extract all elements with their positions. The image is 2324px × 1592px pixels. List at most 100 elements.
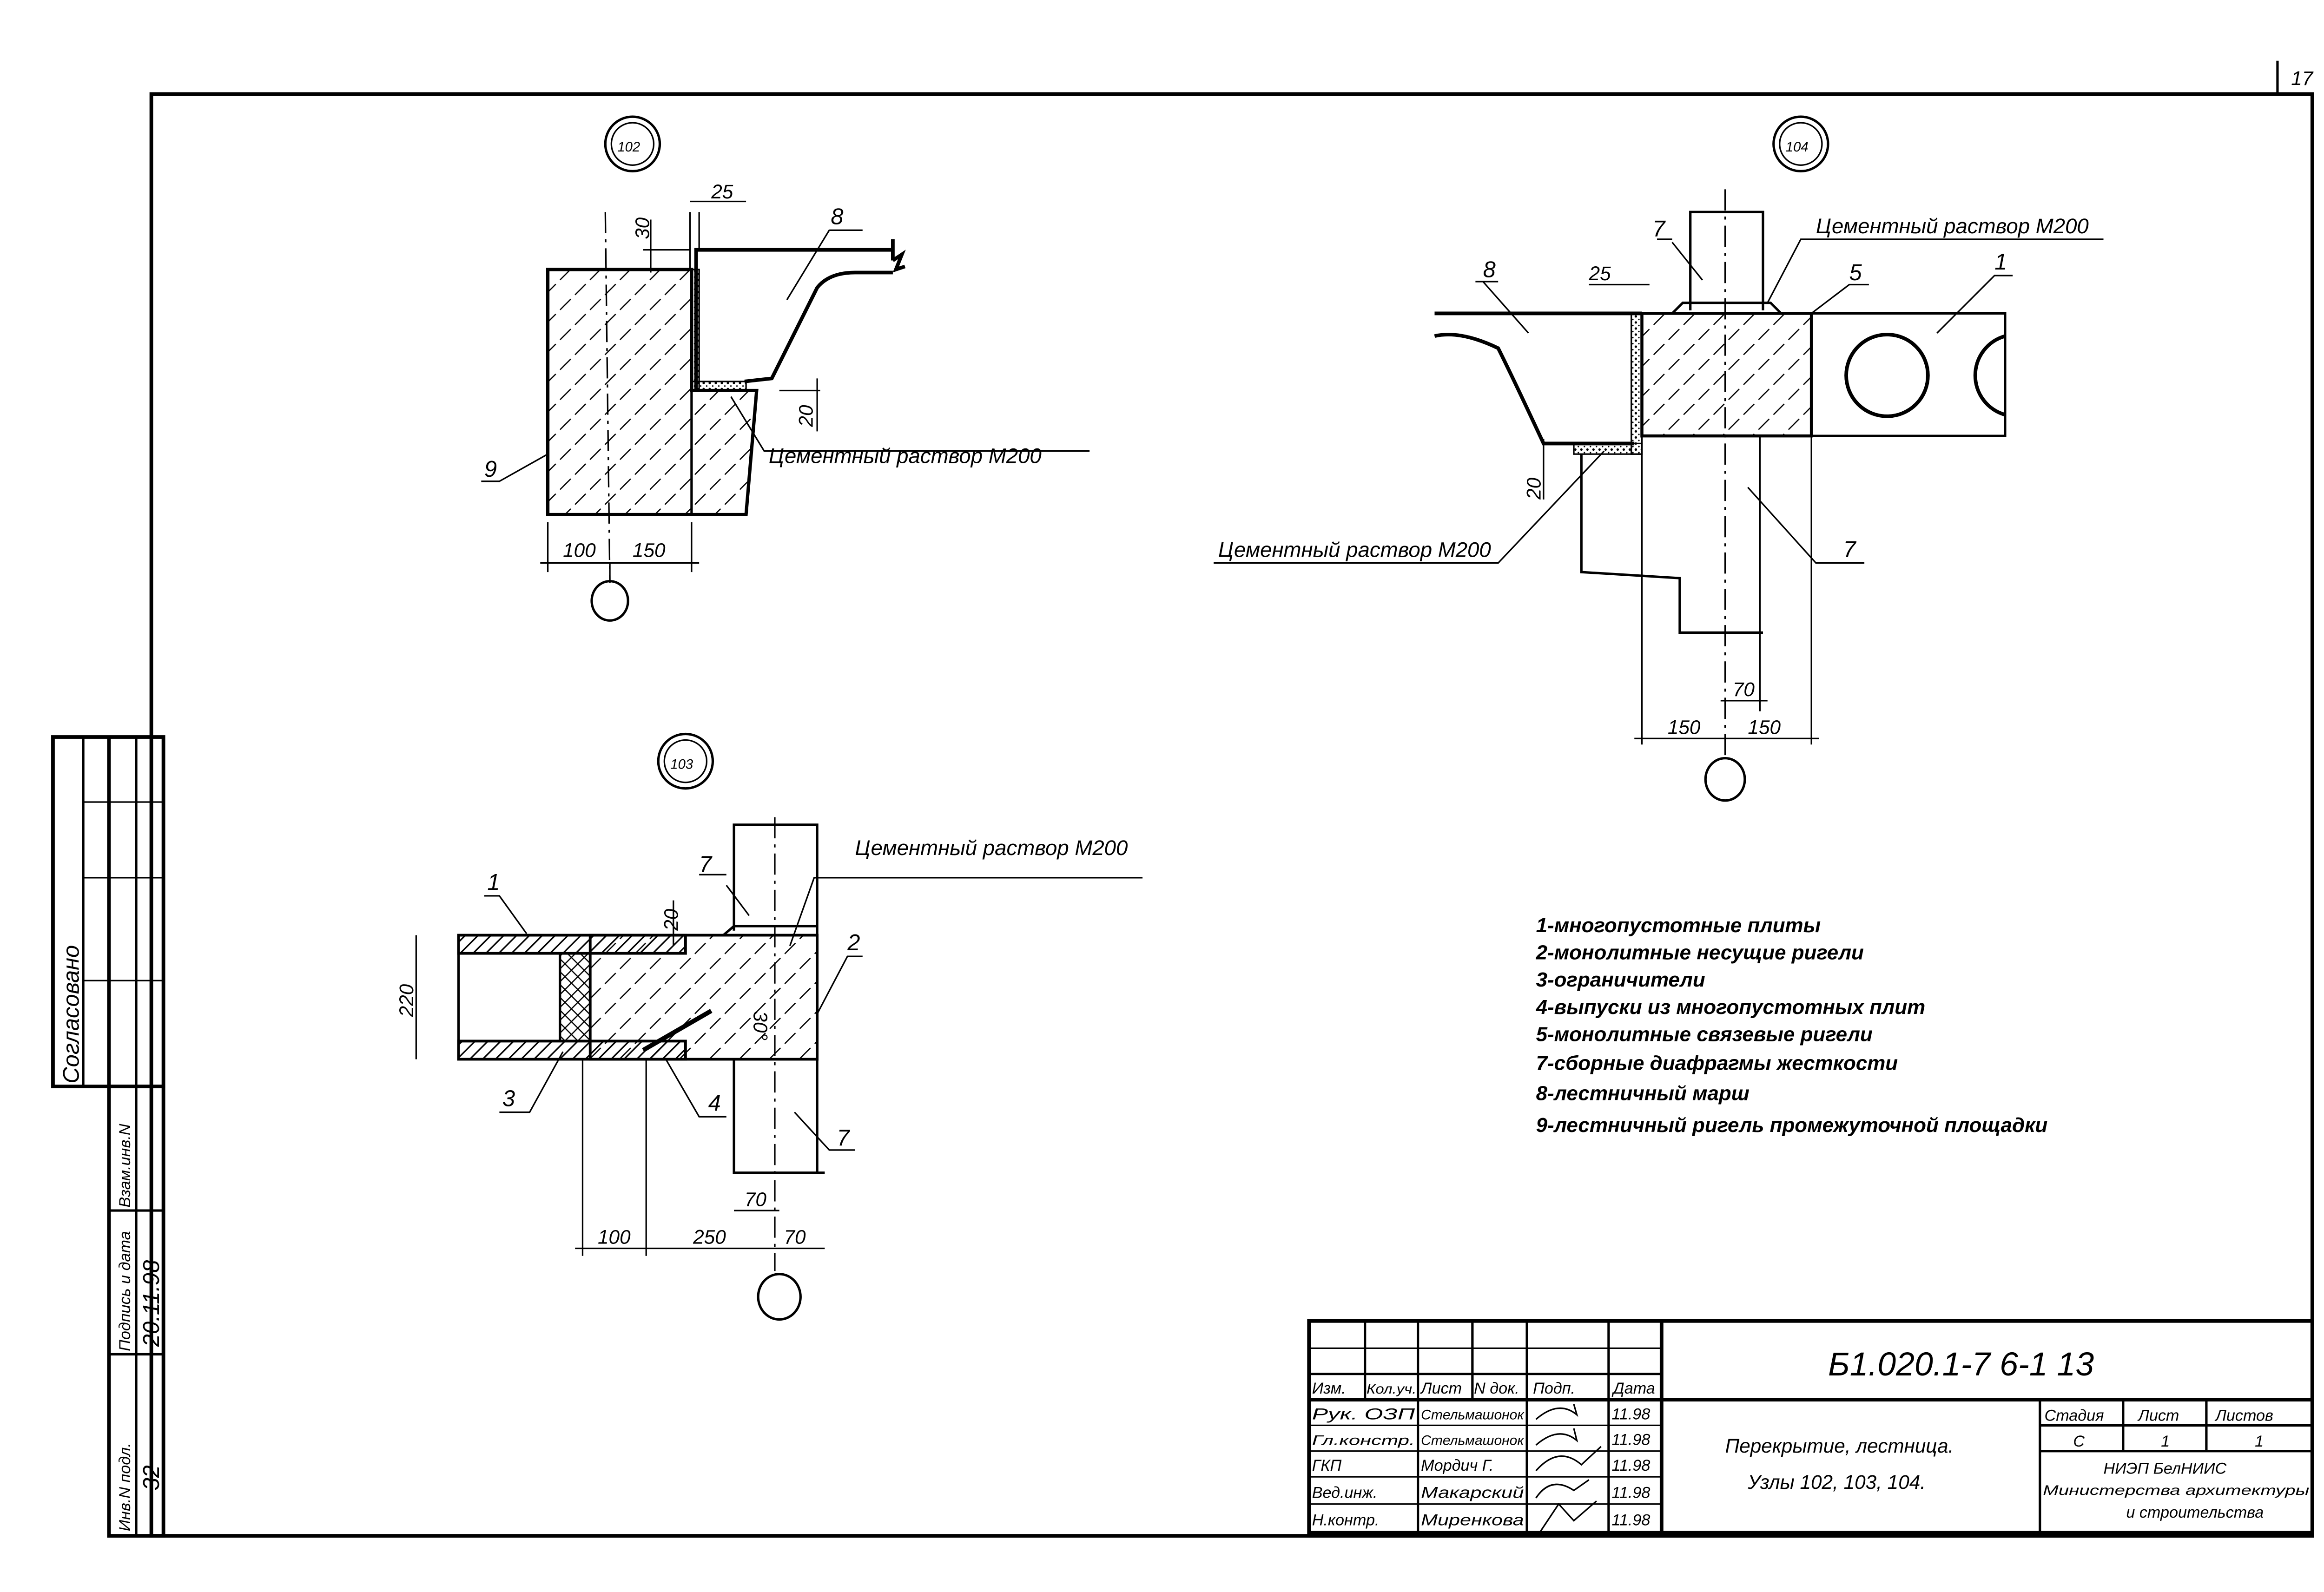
sheet-header: Лист (2137, 1407, 2179, 1425)
drawing-title-line1: Перекрытие, лестница. (1725, 1435, 1954, 1457)
stair-girder-9 (546, 268, 759, 517)
legend-item: 4-выпуски из многопустотных плит (1536, 996, 1926, 1019)
hollow-slab-1 (1810, 312, 2007, 437)
svg-text:30: 30 (632, 217, 654, 239)
hollow-slab-1 (457, 934, 687, 955)
axis-marker (1704, 757, 1746, 802)
stair-flight-8 (694, 239, 906, 391)
page-number: 17 (2291, 67, 2314, 89)
svg-text:11.98: 11.98 (1611, 1457, 1650, 1474)
svg-text:100: 100 (563, 539, 596, 561)
svg-text:25: 25 (711, 181, 733, 203)
svg-text:70: 70 (1733, 678, 1755, 700)
legend-item: 9-лестничный ригель промежуточной площад… (1536, 1114, 2048, 1137)
svg-text:11.98: 11.98 (1611, 1405, 1650, 1423)
sheet-value: 1 (2161, 1433, 2170, 1450)
header-sign: Подп. (1533, 1380, 1575, 1397)
svg-text:11.98: 11.98 (1611, 1511, 1650, 1529)
mortar-label: Цементный раствор М200 (855, 836, 1128, 860)
detail-marker-102: 102 (604, 115, 661, 172)
stamp-inv-original: Инв.N подл. (116, 1443, 134, 1531)
svg-text:104: 104 (1786, 139, 1809, 155)
monolithic-beam-2 (588, 934, 819, 1061)
legend-item: 2-монолитные несущие ригели (1536, 941, 1864, 964)
svg-text:70: 70 (745, 1188, 767, 1210)
callout-5: 5 (1849, 260, 1862, 285)
callout-1: 1 (1994, 250, 2007, 275)
svg-text:Миренкова: Миренкова (1421, 1511, 1524, 1529)
svg-text:Вед.инж.: Вед.инж. (1312, 1484, 1378, 1502)
svg-text:20: 20 (1523, 477, 1545, 500)
detail-marker-104: 104 (1772, 115, 1829, 172)
stamp-sign-date-value: 20.11.98 (139, 1260, 164, 1347)
stamp-sign-date: Подпись и дата (116, 1231, 134, 1351)
svg-text:11.98: 11.98 (1611, 1431, 1650, 1449)
svg-text:Стельмашонок: Стельмашонок (1421, 1407, 1525, 1422)
diaphragm-7-top (1689, 211, 1764, 310)
stair-flight-8 (1434, 311, 1642, 446)
svg-text:150: 150 (633, 539, 666, 561)
svg-text:20: 20 (660, 908, 682, 931)
document-code: Б1.020.1-7 6-1 13 (1828, 1346, 2094, 1383)
mortar-label-bottom: Цементный раствор М200 (1218, 538, 1491, 562)
svg-text:Стельмашонок: Стельмашонок (1421, 1433, 1525, 1448)
callout-7-top: 7 (1652, 216, 1666, 241)
svg-text:25: 25 (1589, 263, 1611, 284)
legend-item: 8-лестничный марш (1536, 1082, 1750, 1105)
header-date: Дата (1611, 1380, 1655, 1397)
legend-item: 5-монолитные связевые ригели (1536, 1023, 1873, 1046)
svg-text:Макарский: Макарский (1421, 1484, 1524, 1502)
header-kol: Кол.уч. (1367, 1381, 1416, 1397)
org-line2: Министерства архитектуры (2043, 1483, 2309, 1498)
callout-7-bottom: 7 (837, 1125, 850, 1151)
svg-text:Мордич Г.: Мордич Г. (1421, 1457, 1493, 1474)
svg-text:Н.контр.: Н.контр. (1312, 1511, 1380, 1529)
mortar-label: Цементный раствор М200 (769, 444, 1042, 468)
header-list: Лист (1420, 1380, 1462, 1397)
signatures (1535, 1404, 1602, 1532)
svg-text:20: 20 (795, 405, 817, 428)
svg-text:220: 220 (396, 984, 417, 1017)
legend-item: 1-многопустотные плиты (1536, 914, 1821, 937)
approval-stamp: Согласовано Взам.инв.N Подпись и дата 20… (51, 735, 165, 1538)
callout-2: 2 (847, 930, 860, 955)
org-line1: НИЭП БелНИИС (2104, 1460, 2227, 1478)
outlet-4 (642, 1009, 713, 1053)
tie-beam-5 (1640, 312, 1813, 438)
sheets-value: 1 (2255, 1433, 2264, 1450)
drawing-title-line2: Узлы 102, 103, 104. (1747, 1471, 1926, 1493)
svg-text:70: 70 (784, 1226, 806, 1248)
detail-104: 104 7 Цементный раствор М200 8 25 5 1 7 … (1214, 115, 2104, 802)
axis-marker (590, 580, 629, 622)
callout-7-bottom: 7 (1843, 537, 1857, 562)
detail-102: 102 25 30 20 8 9 Цементный раствор М200 … (481, 115, 1090, 622)
detail-103: 103 Цементный раствор М200 7 1 20 2 220 … (396, 732, 1143, 1321)
legend: 1-многопустотные плиты 2-монолитные несу… (1536, 914, 2048, 1137)
svg-text:102: 102 (617, 139, 640, 155)
svg-text:11.98: 11.98 (1611, 1484, 1650, 1502)
org-line3: и строительства (2126, 1504, 2264, 1521)
svg-text:250: 250 (693, 1226, 726, 1248)
callout-1: 1 (487, 870, 500, 895)
svg-text:ГКП: ГКП (1312, 1457, 1342, 1474)
svg-text:150: 150 (1668, 717, 1701, 738)
axis-marker (757, 1273, 802, 1321)
callout-8: 8 (1483, 257, 1496, 282)
detail-marker-103: 103 (657, 732, 714, 790)
svg-text:30°: 30° (749, 1011, 771, 1040)
stage-value: С (2073, 1433, 2085, 1450)
header-izm: Изм. (1312, 1380, 1346, 1397)
legend-item: 3-ограничители (1536, 968, 1705, 991)
sheet-frame: 17 (149, 60, 2314, 1538)
callout-4: 4 (708, 1091, 721, 1116)
callout-9: 9 (484, 457, 497, 482)
svg-text:Гл.констр.: Гл.констр. (1312, 1433, 1415, 1448)
header-ndoc: N док. (1474, 1380, 1519, 1397)
svg-text:150: 150 (1748, 717, 1781, 738)
callout-3: 3 (502, 1086, 515, 1111)
limiter-3 (559, 952, 592, 1043)
sheets-header: Листов (2214, 1407, 2273, 1425)
svg-text:103: 103 (670, 757, 693, 772)
stamp-replace-inv: Взам.инв.N (116, 1124, 134, 1207)
mortar-label-top: Цементный раствор М200 (1816, 214, 2089, 238)
